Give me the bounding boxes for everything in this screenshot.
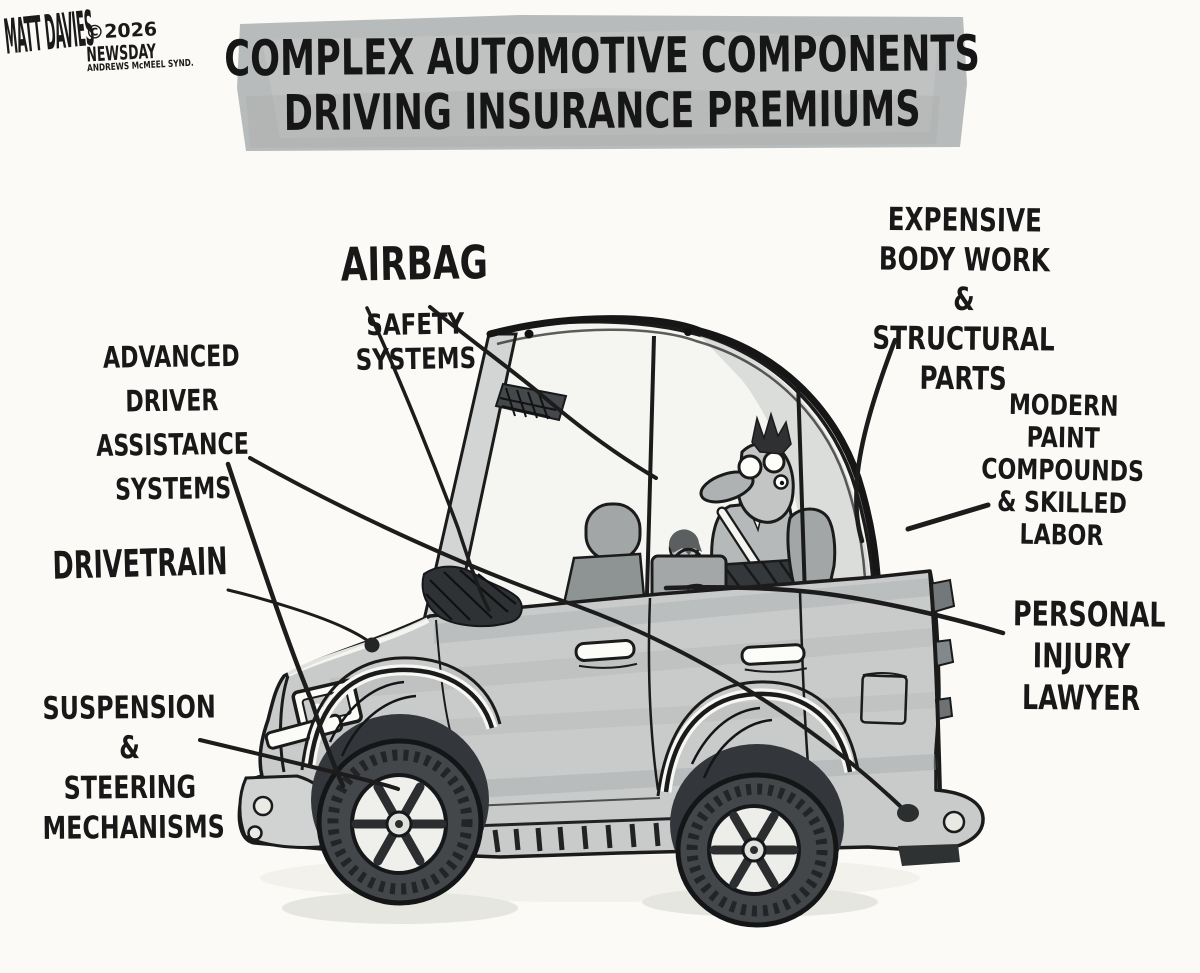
title-banner — [237, 15, 967, 151]
front-wheel — [316, 738, 484, 906]
fuel-door — [860, 672, 908, 725]
leader-drivetrain — [226, 588, 373, 645]
callout-expensive-body-work: EXPENSIVE BODY WORK & STRUCTURAL PARTS — [872, 200, 1055, 398]
rear-trim — [898, 571, 966, 866]
signature-block: ©2026 NEWSDAY ANDREWS McMEEL SYND. — [85, 17, 203, 74]
leader-expensive-body — [854, 337, 898, 544]
callout-personal-injury-lawyer: PERSONAL INJURY LAWYER — [1012, 594, 1166, 719]
door-handle-rear — [740, 643, 808, 673]
cartoon-title: COMPLEX AUTOMOTIVE COMPONENTS DRIVING IN… — [224, 17, 980, 150]
leader-adas-endpoint — [897, 804, 919, 822]
side-mirror — [421, 565, 523, 628]
leader-lawyer — [663, 584, 1006, 636]
callout-airbag-subtitle: SAFETY SYSTEMS — [355, 307, 477, 378]
door-handle-front — [574, 639, 638, 669]
callout-drivetrain: DRIVETRAIN — [52, 539, 229, 589]
car-roof-pillars — [422, 315, 882, 622]
callout-driver-assistance: ADVANCED DRIVER ASSISTANCE SYSTEMS — [95, 339, 250, 508]
leader-suspension — [198, 738, 400, 791]
leader-paint — [905, 502, 991, 532]
rear-wheel — [675, 772, 839, 928]
callout-suspension-steering: SUSPENSION & STEERING MECHANISMS — [42, 688, 225, 847]
leader-airbag-steering — [365, 306, 491, 612]
leader-adas-front — [225, 461, 346, 789]
title-line-2: DRIVING INSURANCE PREMIUMS — [283, 80, 921, 143]
front-bumper — [238, 774, 333, 849]
leader-airbag-curtain — [428, 305, 658, 480]
callout-airbag: AIRBAG SAFETY SYSTEMS — [286, 218, 543, 397]
leader-drivetrain-endpoint — [364, 637, 380, 653]
title-line-1: COMPLEX AUTOMOTIVE COMPONENTS — [223, 25, 980, 88]
artist-signature: MATT DAVIES — [2, 2, 97, 67]
leader-lines — [198, 305, 1006, 822]
underbody — [469, 816, 691, 853]
callout-airbag-title: AIRBAG — [340, 235, 489, 292]
leader-adas-rear — [248, 456, 902, 808]
callout-modern-paint: MODERN PAINT COMPOUNDS & SKILLED LABOR — [980, 389, 1145, 553]
